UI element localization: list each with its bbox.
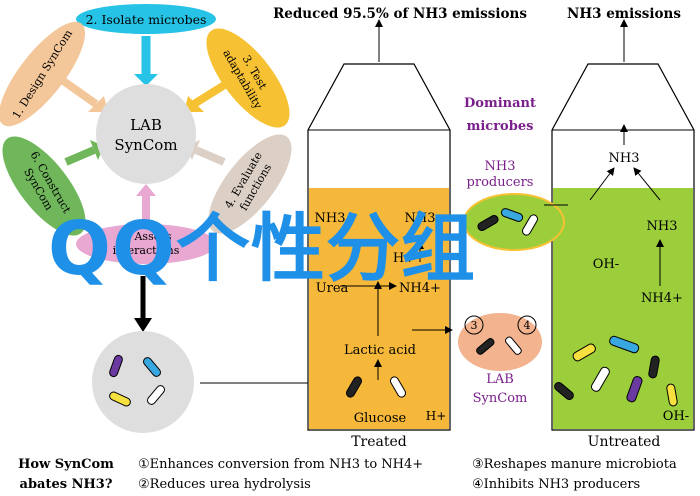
- down-arrow-head: [134, 318, 152, 332]
- footer-item-4: ④Inhibits NH3 producers: [472, 477, 640, 492]
- footer: How SynCom abates NH3? ①Enhances convers…: [18, 457, 677, 492]
- footer-question-line1: How SynCom: [18, 457, 114, 472]
- arrow-step2-head: [134, 74, 158, 86]
- lab-syncom-line1: LAB: [486, 372, 514, 387]
- dominant-microbes-line2: microbes: [467, 119, 534, 134]
- step5-label-line2: interactions: [113, 244, 180, 257]
- step2-label: 2. Isolate microbes: [86, 12, 207, 27]
- treated-top-label: Reduced 95.5% of NH3 emissions: [273, 6, 527, 22]
- arrow-step3: [191, 80, 229, 108]
- treated-bottom-label: Treated: [351, 434, 407, 450]
- step5-ellipse: [76, 224, 216, 264]
- step6-ellipse: [2, 136, 86, 236]
- mol-h-plus-a: H+: [393, 251, 415, 266]
- treated-container: [307, 19, 453, 431]
- arrow-step4: [194, 146, 226, 166]
- step1-ellipse: [0, 21, 86, 127]
- mol-nh3-b: NH3: [405, 211, 436, 226]
- footer-item-3: ③Reshapes manure microbiota: [472, 457, 677, 472]
- footer-item-2: ②Reduces urea hydrolysis: [138, 477, 311, 492]
- step3-ellipse: [206, 28, 290, 128]
- syncom-microbes-circle: [92, 331, 194, 433]
- nh3-producers-group: [463, 193, 568, 251]
- untreated-container: [551, 19, 695, 431]
- nh3-producers-line1: NH3: [485, 159, 516, 174]
- footer-item-1: ①Enhances conversion from NH3 to NH4+: [138, 457, 423, 472]
- lab-syncom-line2: SynCom: [473, 391, 528, 406]
- dominant-microbes-line1: Dominant: [464, 96, 536, 111]
- mol-lactic-acid: Lactic acid: [344, 343, 416, 358]
- circled-3: 3: [471, 319, 478, 332]
- mol-nh3-a: NH3: [315, 211, 346, 226]
- arrow-step3-head: [184, 96, 204, 112]
- footer-question-line2: abates NH3?: [20, 477, 113, 492]
- treated-manure: [309, 188, 449, 429]
- mol-glucose: Glucose: [354, 411, 407, 426]
- mol-h-plus-b: H+: [426, 409, 447, 423]
- untreated-mol-oh-a: OH-: [593, 257, 619, 272]
- treated-syncom-group: 3 4: [458, 313, 542, 371]
- untreated-mol-nh4-plus: NH4+: [641, 291, 683, 306]
- step2-ellipse: [76, 4, 216, 34]
- untreated-bottom-label: Untreated: [588, 434, 661, 450]
- center-label-line1: LAB: [130, 116, 162, 134]
- arrow-step5-head: [136, 184, 156, 196]
- center-label-line2: SynCom: [114, 136, 177, 154]
- untreated-mol-nh3-b: NH3: [647, 219, 678, 234]
- nh3-producers-line2: producers: [467, 175, 534, 190]
- mol-nh4-plus: NH4+: [399, 281, 441, 296]
- arrow-step1-head: [88, 96, 108, 112]
- arrow-step6: [64, 146, 96, 166]
- mol-urea: Urea: [316, 281, 349, 296]
- watermark: QQ个性分组: [48, 206, 476, 292]
- lab-syncom-center: [96, 84, 196, 184]
- untreated-mol-nh3-a: NH3: [609, 151, 640, 166]
- untreated-top-label: NH3 emissions: [567, 6, 681, 22]
- step4-ellipse: [208, 134, 292, 234]
- circled-4: 4: [524, 319, 531, 332]
- arrow-step1: [59, 76, 99, 108]
- step5-label-line1: 5. Assess: [120, 230, 171, 243]
- untreated-mol-oh-b: OH-: [663, 409, 689, 424]
